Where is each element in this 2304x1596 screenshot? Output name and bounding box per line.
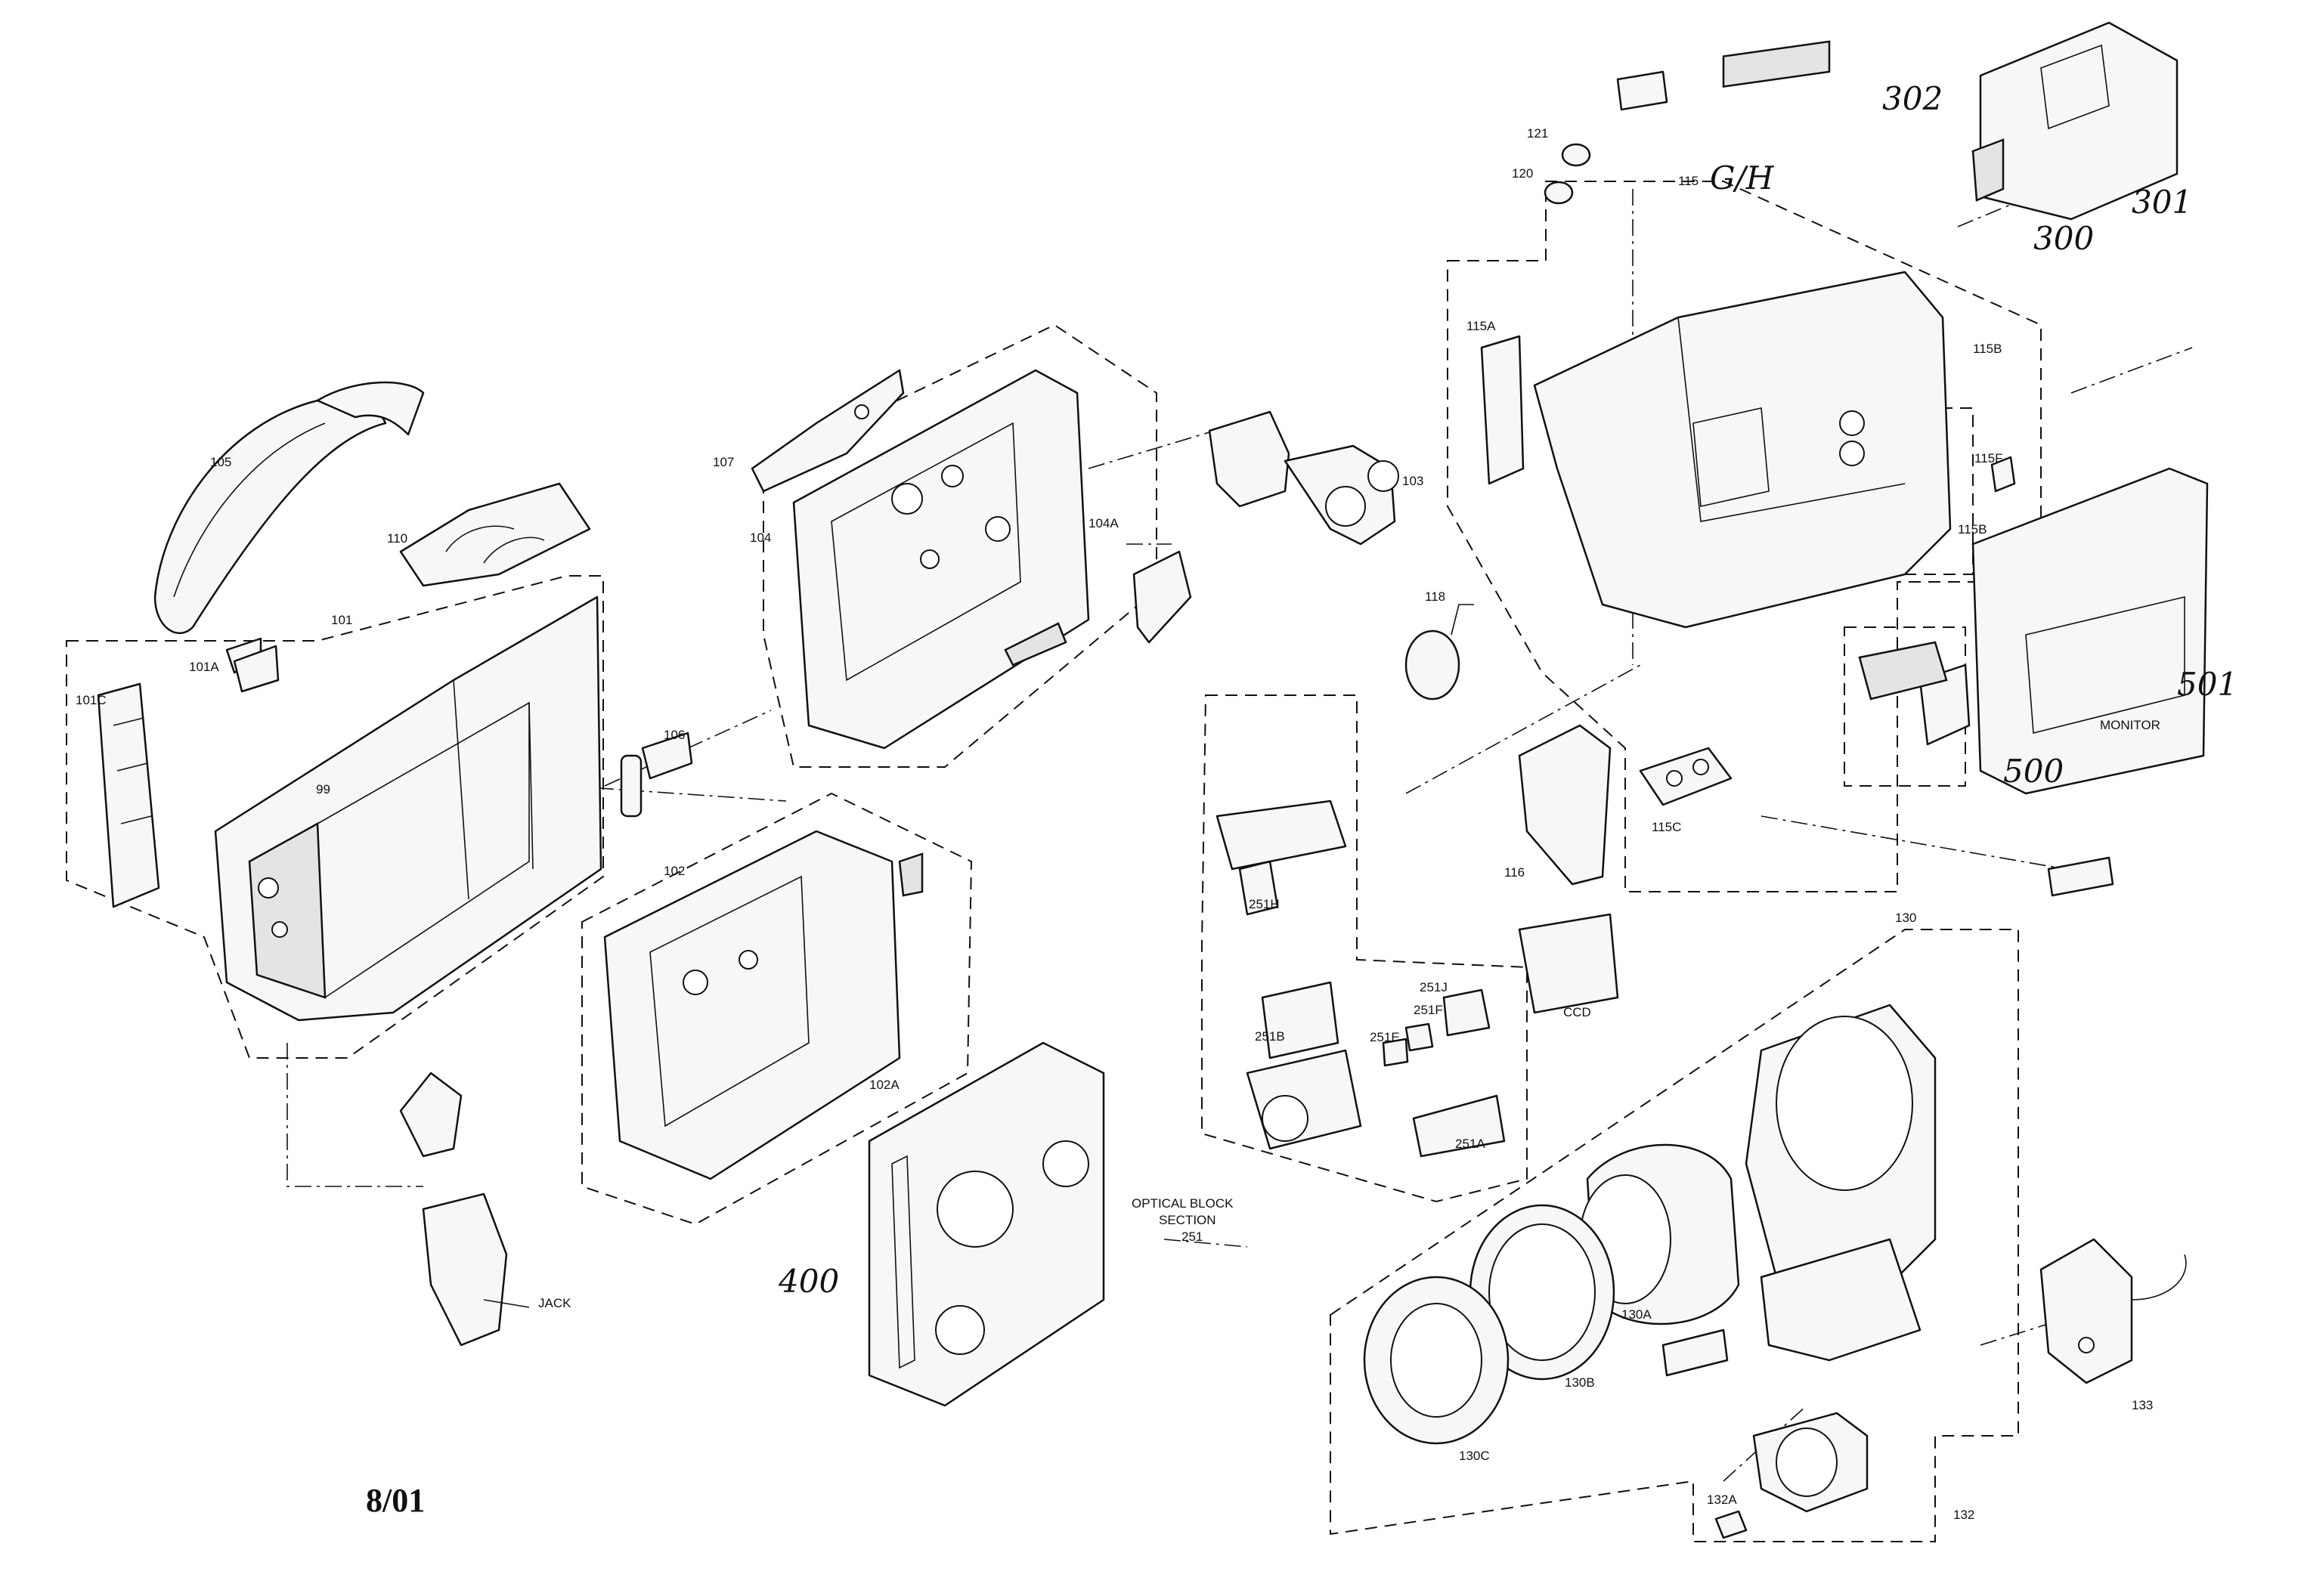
part-104A (1132, 550, 1192, 644)
label-110: 110 (387, 531, 407, 546)
handwritten-gh: G/H (1710, 159, 1775, 196)
part-107 (751, 369, 905, 493)
label-130A: 130A (1621, 1307, 1652, 1322)
part-121 (1561, 143, 1591, 167)
label-101: 101 (331, 613, 352, 627)
part-132 (1714, 1412, 1869, 1539)
part-115C (1639, 747, 1733, 806)
viewfinder-300 (1971, 21, 2179, 221)
group-outlines (66, 181, 2042, 1542)
label-120: 120 (1512, 166, 1533, 181)
label-115: 115 (1678, 174, 1699, 188)
handwritten-301: 301 (2132, 184, 2192, 221)
handwritten-500: 500 (2003, 753, 2064, 790)
label-130B: 130B (1565, 1375, 1595, 1390)
label-optical-block-1: OPTICAL BLOCK (1132, 1196, 1234, 1211)
label-plate-115 (1616, 70, 1668, 111)
label-251H: 251H (1249, 897, 1280, 911)
label-133: 133 (2132, 1398, 2153, 1412)
label-101C: 101C (76, 693, 107, 707)
label-monitor: MONITOR (2100, 718, 2160, 732)
label-optical-block-3: 251 (1181, 1229, 1203, 1244)
part-133 (2039, 1238, 2187, 1384)
mechanism-400 (868, 1041, 1105, 1407)
lens-group-130 (1363, 1004, 1937, 1445)
part-115F (1990, 456, 2016, 493)
leader-lines (286, 188, 2193, 1482)
part-labels: 105 110 101 101A 101C 99 107 104 104A 10… (76, 126, 2160, 1522)
label-130C: 130C (1459, 1449, 1490, 1463)
label-115F: 115F (1974, 451, 2003, 466)
label-103: 103 (1402, 474, 1423, 488)
label-plate-monitor (2047, 856, 2114, 897)
label-132: 132 (1953, 1508, 1974, 1522)
jack-assembly (399, 1072, 530, 1347)
label-251F: 251F (1414, 1003, 1443, 1017)
monitor-500 (1858, 467, 2209, 795)
label-251B: 251B (1255, 1029, 1285, 1044)
label-105: 105 (210, 455, 231, 469)
label-118: 118 (1425, 589, 1445, 604)
part-118 (1404, 604, 1474, 701)
chassis-104 (792, 369, 1090, 750)
label-130: 130 (1895, 911, 1916, 925)
label-ccd: CCD (1563, 1005, 1591, 1019)
label-251A: 251A (1455, 1137, 1485, 1151)
part-101C (97, 682, 160, 908)
label-115B-2: 115B (1958, 522, 1987, 537)
label-optical-block-2: SECTION (1159, 1213, 1216, 1227)
part-101A (233, 645, 280, 693)
part-116 (1518, 724, 1612, 886)
part-106 (620, 732, 693, 818)
handwritten-302: 302 (1882, 80, 1943, 117)
label-132A: 132A (1707, 1492, 1737, 1507)
label-115B-1: 115B (1973, 342, 2002, 356)
label-101A: 101A (189, 660, 219, 674)
label-jack: JACK (538, 1296, 571, 1310)
handwritten-501: 501 (2177, 666, 2237, 703)
label-121: 121 (1527, 126, 1548, 141)
label-104A: 104A (1089, 516, 1119, 530)
label-102: 102 (664, 864, 685, 878)
label-106: 106 (664, 728, 685, 742)
label-104: 104 (750, 530, 771, 545)
label-99: 99 (316, 782, 330, 796)
handwritten-annotations: 302 301 300 G/H 501 500 400 (778, 80, 2237, 1300)
label-115C: 115C (1652, 820, 1681, 834)
part-120 (1544, 181, 1574, 205)
handwritten-300: 300 (2033, 220, 2094, 257)
part-103 (1208, 410, 1399, 546)
label-251E: 251E (1370, 1030, 1400, 1044)
optical-block-251 (1215, 800, 1619, 1158)
label-115A: 115A (1466, 319, 1496, 333)
label-102A: 102A (869, 1078, 900, 1092)
label-107: 107 (713, 455, 734, 469)
part-110 (399, 482, 591, 587)
chassis-102 (603, 830, 924, 1180)
part-115A (1480, 335, 1525, 485)
housing-115 (1533, 40, 1952, 629)
label-116: 116 (1504, 865, 1525, 880)
date-stamp: 8/01 (366, 1482, 425, 1519)
handwritten-400: 400 (778, 1263, 839, 1300)
strap-105 (153, 381, 425, 635)
label-251J: 251J (1420, 980, 1448, 994)
